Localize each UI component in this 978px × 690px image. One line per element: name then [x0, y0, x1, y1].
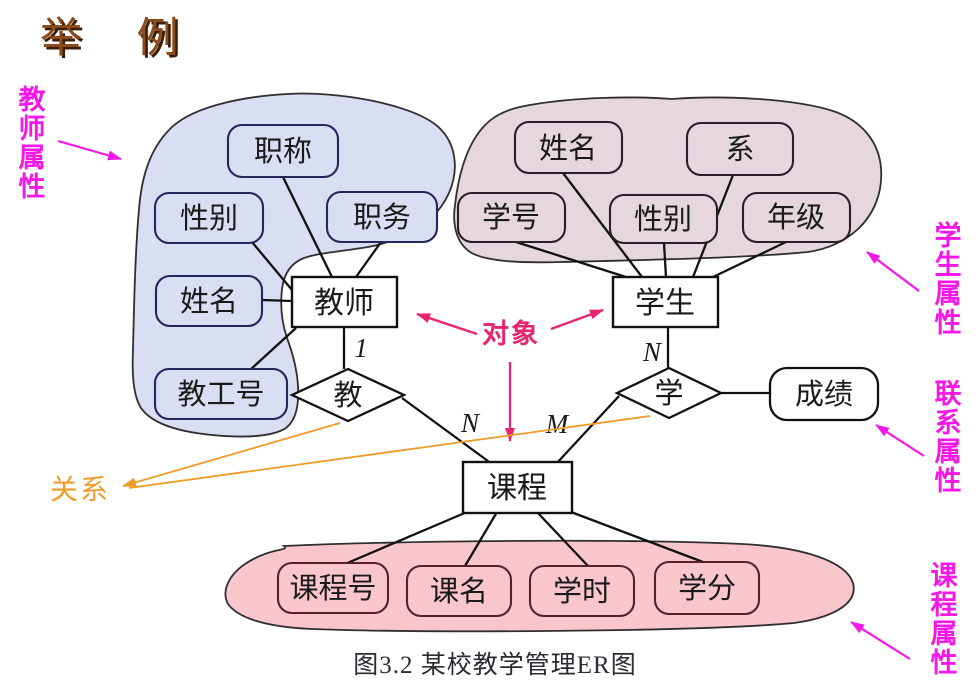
relations-arrow-from-learn: [128, 415, 651, 489]
svg-text:学分: 学分: [678, 572, 736, 605]
relationship-learn-diamond: 学: [614, 366, 724, 420]
svg-text:教工号: 教工号: [177, 378, 264, 411]
teacher-attr-xingming: 姓名: [154, 274, 264, 328]
svg-text:课名: 课名: [430, 575, 488, 608]
svg-text:学时: 学时: [553, 575, 611, 608]
course-attr-kechenghao: 课程号: [276, 561, 390, 615]
teacher-attr-jiaogonghao: 教工号: [153, 367, 289, 421]
student-attr-xingbie: 性别: [608, 193, 719, 245]
cardinality-student-n: N: [642, 337, 663, 367]
svg-text:教: 教: [333, 379, 362, 412]
relations-label: 关系: [50, 474, 110, 506]
entity-student: 学生: [611, 275, 720, 329]
objects-arrow-to-student: [550, 308, 604, 331]
svg-text:学生: 学生: [635, 287, 695, 320]
svg-text:成绩: 成绩: [795, 378, 853, 411]
student-attrs-label: 学生属性: [934, 221, 962, 338]
teacher-attr-zhicheng: 职称: [226, 123, 340, 179]
teacher-attrs-label: 教师属性: [18, 85, 46, 202]
svg-text:课程号: 课程号: [289, 573, 376, 605]
course-attrs-arrow: [850, 621, 911, 660]
cardinality-teacher-1: 1: [354, 333, 368, 363]
svg-text:职称: 职称: [254, 135, 312, 168]
svg-text:性别: 性别: [180, 202, 238, 235]
objects-arrow-to-teacher: [416, 312, 478, 336]
svg-text:姓名: 姓名: [539, 132, 597, 165]
relationship-attr-chengji: 成绩: [768, 366, 880, 422]
figure-caption: 图3.2 某校教学管理ER图: [353, 651, 636, 679]
entity-teacher: 教师: [290, 275, 399, 329]
student-attr-nianji: 年级: [741, 191, 852, 244]
student-attr-xuehao: 学号: [456, 191, 567, 244]
entity-course: 课程: [461, 460, 574, 515]
objects-label: 对象: [482, 318, 540, 349]
svg-text:年级: 年级: [767, 201, 825, 234]
cardinality-learn-m: M: [545, 409, 570, 439]
teacher-attr-xingbie: 性别: [153, 191, 265, 245]
relationship-teach-diamond: 教: [289, 367, 407, 423]
cardinality-teach-n: N: [460, 408, 481, 438]
svg-text:教师: 教师: [314, 287, 374, 320]
course-attr-keming: 课名: [405, 564, 513, 618]
course-attr-xueshi: 学时: [528, 564, 636, 618]
relations-arrow-from-teach: [122, 422, 341, 488]
relation-attrs-label: 联系属性: [934, 379, 962, 496]
svg-text:学号: 学号: [482, 201, 540, 234]
course-attr-xuefen: 学分: [653, 560, 761, 616]
svg-text:性别: 性别: [634, 203, 692, 236]
student-attrs-arrow: [866, 251, 920, 292]
teacher-attrs-arrow: [57, 139, 122, 161]
svg-text:课程: 课程: [487, 472, 547, 505]
teacher-attr-zhiwu: 职务: [325, 190, 439, 244]
svg-text:职务: 职务: [353, 201, 411, 234]
student-attr-xi: 系: [685, 121, 795, 177]
svg-text:系: 系: [725, 133, 754, 166]
svg-text:姓名: 姓名: [180, 285, 238, 318]
course-attrs-label: 课程属性: [930, 561, 958, 678]
relation-attrs-arrow: [875, 424, 925, 457]
student-attr-xingming: 姓名: [513, 120, 624, 175]
svg-text:学: 学: [654, 377, 683, 410]
slide-title: 举 例: [40, 16, 201, 62]
teacher-attrs-blob: [131, 92, 456, 438]
